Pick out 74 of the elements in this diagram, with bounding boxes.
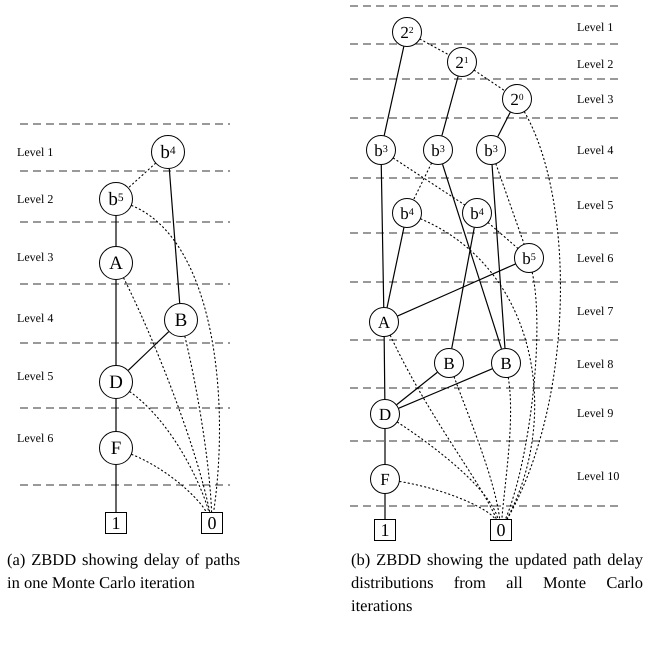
level-label: Level 5: [577, 198, 614, 213]
level-label: Level 8: [577, 357, 614, 372]
level-label: Level 6: [577, 251, 614, 266]
solid-edge: [497, 112, 511, 137]
terminal-node: 0: [201, 512, 223, 534]
dotted-edge: [413, 162, 432, 200]
variable-node: 2$^{1}$: [447, 47, 477, 77]
solid-edge: [380, 164, 384, 308]
dotted-edge: [474, 70, 506, 92]
level-label: Level 2: [17, 192, 54, 207]
variable-node: F: [370, 464, 400, 494]
variable-node: 2$^{2}$: [392, 17, 422, 47]
solid-edge: [397, 264, 516, 316]
solid-edge: [386, 228, 404, 308]
solid-edge: [491, 164, 506, 348]
level-label: Level 3: [577, 92, 614, 107]
terminal-node: 1: [374, 519, 396, 541]
variable-node: A: [369, 307, 399, 337]
variable-node: D: [370, 399, 400, 429]
solid-edge: [115, 465, 117, 512]
dotted-edge: [505, 272, 538, 520]
level-label: Level 4: [17, 311, 54, 326]
dotted-edge: [131, 454, 207, 513]
dotted-edge: [390, 335, 497, 520]
level-label: Level 1: [17, 145, 54, 160]
variable-node: B: [434, 348, 464, 378]
level-label: Level 5: [17, 369, 54, 384]
solid-edge: [384, 337, 386, 399]
level-label: Level 9: [577, 406, 614, 421]
variable-node: B: [491, 348, 521, 378]
solid-edge: [384, 494, 386, 519]
dotted-edge: [397, 422, 499, 520]
solid-edge: [441, 76, 459, 136]
solid-edge: [115, 280, 117, 365]
dotted-edge: [393, 158, 465, 206]
solid-edge: [115, 399, 117, 431]
dotted-edge: [123, 278, 210, 513]
dotted-edge: [506, 111, 561, 520]
level-label: Level 3: [17, 250, 54, 265]
dotted-edge: [131, 204, 220, 513]
dotted-edge: [399, 480, 496, 520]
dotted-edge: [128, 162, 156, 188]
level-label: Level 1: [577, 20, 614, 35]
dotted-edge: [129, 391, 210, 513]
terminal-node: 1: [105, 512, 127, 534]
solid-edge: [115, 216, 117, 246]
variable-node: A: [99, 246, 133, 280]
dotted-edge: [420, 218, 536, 520]
subfigure-caption: (b) ZBDD showing the updated path delay distributions from all Monte Carlo iterations: [351, 549, 643, 617]
solid-edge: [384, 429, 386, 464]
solid-edge: [398, 368, 492, 409]
solid-edge: [442, 164, 502, 349]
solid-edge: [168, 168, 180, 304]
terminal-node: 0: [490, 519, 512, 541]
solid-edge: [128, 331, 170, 371]
level-label: Level 10: [577, 469, 620, 484]
level-label: Level 7: [577, 304, 614, 319]
variable-node: B: [164, 303, 198, 337]
dotted-edge: [495, 164, 525, 244]
level-label: Level 2: [577, 57, 614, 72]
dotted-edge: [420, 38, 450, 56]
solid-edge: [396, 372, 438, 406]
variable-node: 2$^{0}$: [502, 84, 532, 114]
variable-node: D: [99, 365, 133, 399]
dotted-edge: [454, 376, 500, 520]
solid-edge: [451, 228, 475, 348]
dotted-edge: [184, 336, 212, 513]
level-label: Level 4: [577, 143, 614, 158]
dotted-edge: [501, 377, 512, 520]
dotted-edge: [488, 222, 518, 249]
level-label: Level 6: [17, 431, 54, 446]
solid-edge: [384, 46, 404, 136]
variable-node: F: [99, 431, 133, 465]
subfigure-caption: (a) ZBDD showing delay of paths in one Monte Carlo iteration: [7, 549, 240, 594]
